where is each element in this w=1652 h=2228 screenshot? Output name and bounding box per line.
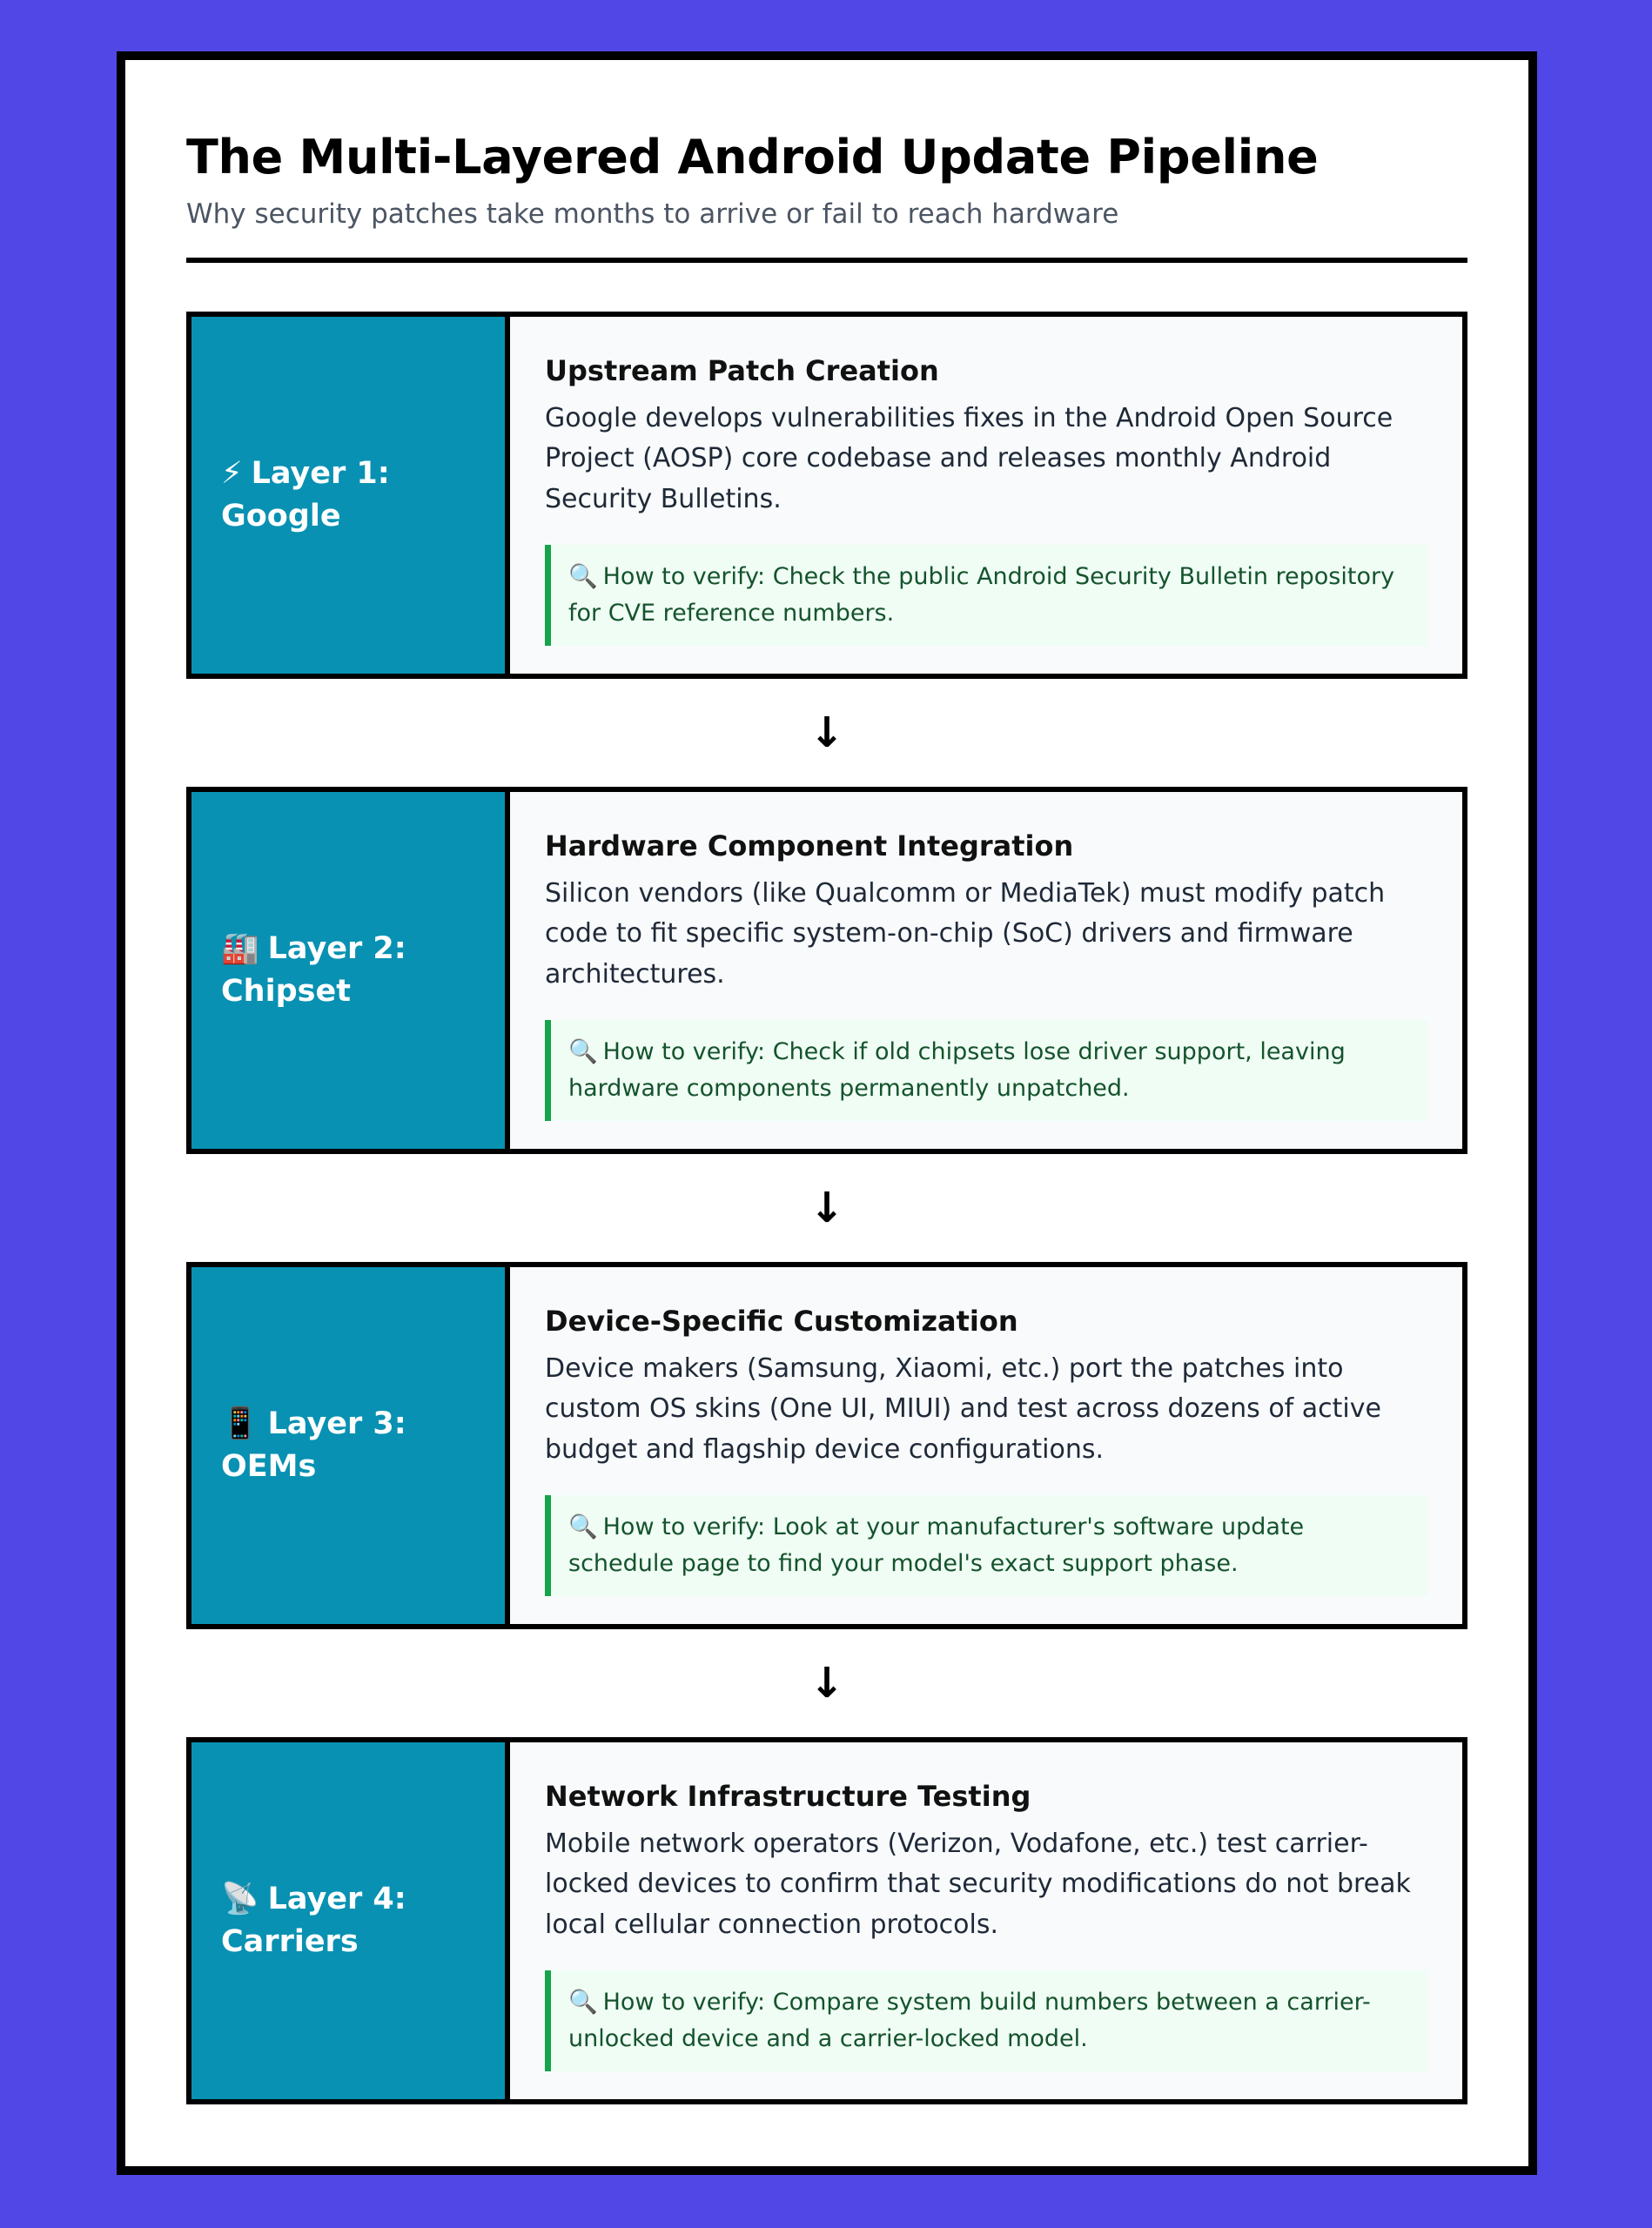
magnifier-icon: 🔍 <box>568 1989 598 2017</box>
layer-description: Mobile network operators (Verizon, Vodaf… <box>545 1828 1411 1941</box>
page-subtitle: Why security patches take months to arri… <box>186 198 1119 230</box>
layer-body: Upstream Patch Creation Google develops … <box>510 317 1462 674</box>
layer-label-name: Layer 2: Chipset <box>221 931 406 1010</box>
layer-label-name: Layer 1: Google <box>221 456 390 534</box>
layer-1-google: ⚡Layer 1: Google Upstream Patch Creation… <box>186 312 1467 680</box>
verify-note: 🔍How to verify: Check if old chipsets lo… <box>545 1020 1427 1121</box>
layer-label: 📡Layer 4: Carriers <box>191 1742 510 2100</box>
layer-body: Network Infrastructure Testing Mobile ne… <box>510 1742 1462 2099</box>
pipeline-card: The Multi-Layered Android Update Pipelin… <box>117 51 1537 2175</box>
layer-4-carriers: 📡Layer 4: Carriers Network Infrastructur… <box>186 1737 1467 2105</box>
layer-description: Device makers (Samsung, Xiaomi, etc.) po… <box>545 1352 1381 1466</box>
verify-text: How to verify: Check if old chipsets los… <box>568 1038 1346 1102</box>
layer-label-name: Layer 3: OEMs <box>221 1406 406 1485</box>
arrow-down-icon: ↓ <box>809 1184 845 1233</box>
page-title: The Multi-Layered Android Update Pipelin… <box>186 130 1319 185</box>
verify-text: How to verify: Compare system build numb… <box>568 1989 1371 2052</box>
factory-icon: 🏭 <box>221 931 259 967</box>
layer-label-text: 📡Layer 4: Carriers <box>221 1878 479 1963</box>
magnifier-icon: 🔍 <box>568 563 598 591</box>
arrow-down-icon: ↓ <box>809 708 845 758</box>
mobile-phone-icon: 📱 <box>221 1406 259 1442</box>
layer-label-text: ⚡Layer 1: Google <box>221 453 479 538</box>
verify-note: 🔍How to verify: Check the public Android… <box>545 545 1427 646</box>
layer-label: ⚡Layer 1: Google <box>191 317 510 674</box>
satellite-antenna-icon: 📡 <box>221 1882 259 1917</box>
magnifier-icon: 🔍 <box>568 1038 598 1066</box>
layer-body: Device-Specific Customization Device mak… <box>510 1267 1462 1624</box>
layer-list: ⚡Layer 1: Google Upstream Patch Creation… <box>186 312 1467 2105</box>
layer-3-oems: 📱Layer 3: OEMs Device-Specific Customiza… <box>186 1262 1467 1630</box>
layer-heading: Upstream Patch Creation <box>545 354 939 388</box>
layer-label-name: Layer 4: Carriers <box>221 1882 406 1960</box>
magnifier-icon: 🔍 <box>568 1513 598 1541</box>
verify-note: 🔍How to verify: Look at your manufacture… <box>545 1495 1427 1596</box>
layer-heading: Network Infrastructure Testing <box>545 1780 1031 1814</box>
layer-label-text: 🏭Layer 2: Chipset <box>221 928 479 1013</box>
title-divider <box>186 258 1467 264</box>
layer-body: Hardware Component Integration Silicon v… <box>510 792 1462 1149</box>
verify-text: How to verify: Look at your manufacturer… <box>568 1513 1305 1577</box>
layer-description: Silicon vendors (like Qualcomm or MediaT… <box>545 877 1386 990</box>
layer-label: 📱Layer 3: OEMs <box>191 1267 510 1625</box>
layer-label-text: 📱Layer 3: OEMs <box>221 1403 479 1488</box>
layer-description: Google develops vulnerabilities fixes in… <box>545 402 1393 515</box>
verify-text: How to verify: Check the public Android … <box>568 563 1395 627</box>
layer-2-chipset: 🏭Layer 2: Chipset Hardware Component Int… <box>186 787 1467 1155</box>
verify-note: 🔍How to verify: Compare system build num… <box>545 1970 1427 2071</box>
layer-heading: Device-Specific Customization <box>545 1305 1018 1339</box>
layer-label: 🏭Layer 2: Chipset <box>191 792 510 1150</box>
arrow-down-icon: ↓ <box>809 1659 845 1708</box>
lightning-icon: ⚡ <box>221 456 243 492</box>
layer-heading: Hardware Component Integration <box>545 829 1074 863</box>
